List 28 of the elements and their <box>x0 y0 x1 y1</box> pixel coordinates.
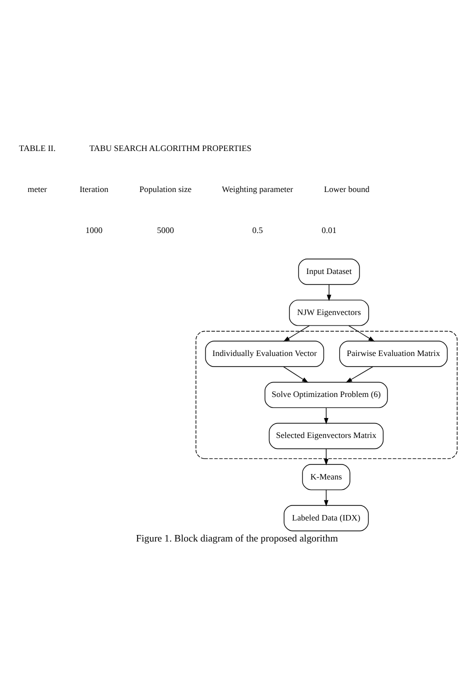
arrow <box>326 284 332 301</box>
label: 5000 <box>157 224 174 234</box>
arrow <box>283 324 310 342</box>
arrow <box>283 366 308 382</box>
label: 1000 <box>86 224 102 234</box>
label: 0.5 <box>252 224 263 234</box>
node-box: K-Means <box>302 463 350 490</box>
node-box: Selected Eigenvectors Matrix <box>268 422 384 449</box>
label: 0.01 <box>322 224 336 234</box>
arrow <box>346 366 374 382</box>
node-box: NJW Eigenvectors <box>289 299 370 326</box>
arrow <box>324 489 328 506</box>
node-box: Solve Optimization Problem (6) <box>264 381 388 408</box>
label: Weighting parameter <box>222 183 294 194</box>
label: TABLE II. <box>19 142 56 152</box>
arrow <box>324 406 328 424</box>
node-box: Individually Evaluation Vector <box>205 340 324 366</box>
label: Lower bound <box>324 183 370 194</box>
caption: Figure 1. Block diagram of the proposed algorithm <box>136 533 338 544</box>
label: TABU SEARCH ALGORITHM PROPERTIES <box>89 142 252 152</box>
label: Population size <box>139 183 192 194</box>
label: meter <box>28 183 48 194</box>
node-box: Labeled Data (IDX) <box>284 504 369 531</box>
arrow <box>348 324 375 342</box>
label: Iteration <box>80 183 108 194</box>
node-box: Input Dataset <box>298 258 360 284</box>
node-box: Pairwise Evaluation Matrix <box>339 340 448 366</box>
arrow <box>324 448 328 465</box>
